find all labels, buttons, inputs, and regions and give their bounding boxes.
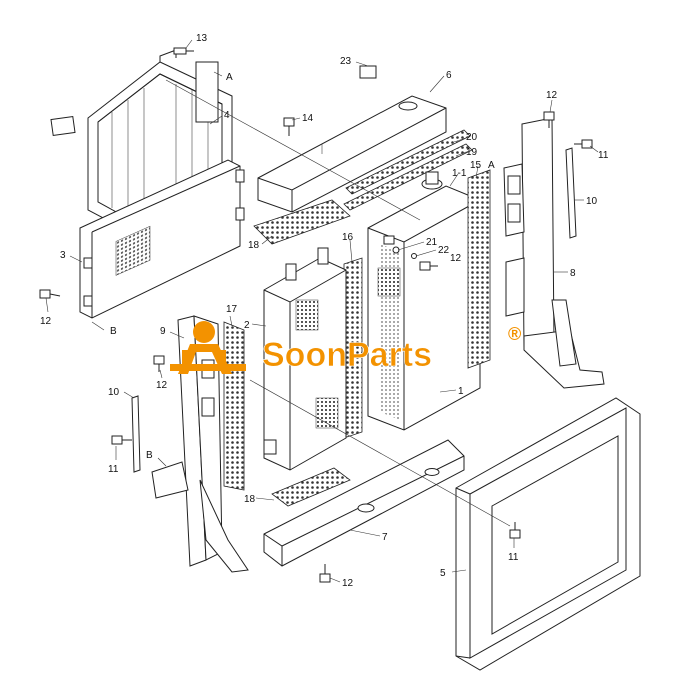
- bolt-11-left: [111, 435, 132, 445]
- callout-19: 19: [466, 147, 478, 158]
- callout-12-top-right: 12: [546, 90, 558, 101]
- bottom-channel-part: [263, 439, 465, 567]
- logo-emblem-icon: [170, 321, 246, 374]
- callout-7: 7: [382, 532, 388, 543]
- leader-lines: [45, 39, 599, 583]
- soonparts-logo: SoonParts ®: [170, 321, 521, 374]
- seal-strip-15: [467, 169, 491, 369]
- bolt-13: [173, 47, 194, 55]
- callout-17: 17: [226, 304, 238, 315]
- seal-strips-top: [253, 129, 473, 245]
- callout-6: 6: [446, 70, 452, 81]
- callout-8: 8: [570, 268, 576, 279]
- bolt-11-top-right: [574, 139, 593, 149]
- callout-22: 22: [438, 245, 450, 256]
- callout-11-top-right: 11: [598, 150, 609, 161]
- bolt-12-bracket: [153, 355, 165, 372]
- top-cover-part: [257, 65, 447, 213]
- callout-11-left: 11: [108, 464, 119, 475]
- callout-23: 23: [340, 56, 352, 67]
- oil-cooler-part: [263, 247, 347, 471]
- callout-labels: 13 4 A 3 12 B 23 6 14 20 19 15 1-1 A 16 …: [40, 33, 609, 589]
- callout-12-bracket: 12: [156, 380, 168, 391]
- callout-10-left: 10: [108, 387, 120, 398]
- callout-18-top: 18: [248, 240, 260, 251]
- left-bracket-part: [151, 315, 249, 573]
- callout-4: 4: [224, 110, 230, 121]
- seal-strip-17: [223, 321, 245, 491]
- right-bracket-part: [503, 117, 605, 389]
- bolt-11-bottom: [509, 522, 521, 539]
- seal-strip-18-bottom: [271, 467, 351, 507]
- brand-text: SoonParts: [262, 336, 432, 374]
- callout-3: 3: [60, 250, 66, 261]
- callout-b-lower: B: [146, 450, 153, 461]
- side-cover-part: [79, 159, 245, 319]
- callout-20: 20: [466, 132, 478, 143]
- stay-right-part: [565, 147, 577, 239]
- callout-21: 21: [426, 237, 438, 248]
- bolt-14: [283, 117, 295, 136]
- callout-11-bottom: 11: [508, 552, 519, 563]
- callout-5: 5: [440, 568, 446, 579]
- bolt-12-left: [39, 289, 61, 299]
- bolt-22: [411, 253, 417, 259]
- callout-12-left: 12: [40, 316, 52, 327]
- callout-18-bottom: 18: [244, 494, 256, 505]
- stay-left-part: [131, 395, 141, 473]
- callout-1: 1: [458, 386, 464, 397]
- callout-2: 2: [244, 320, 250, 331]
- bolt-12-bottom: [319, 564, 331, 583]
- callout-9: 9: [160, 326, 166, 337]
- callout-14: 14: [302, 113, 314, 124]
- frame-part: [455, 397, 641, 671]
- callout-15: 15: [470, 160, 482, 171]
- callout-12-mid: 12: [450, 253, 462, 264]
- callout-a-right: A: [488, 160, 495, 171]
- bolt-12-mid: [419, 261, 438, 271]
- callout-a-top: A: [226, 72, 233, 83]
- callout-b-left: B: [110, 326, 117, 337]
- callout-10-right: 10: [586, 196, 598, 207]
- callout-16: 16: [342, 232, 354, 243]
- bolt-12-top-right: [543, 111, 555, 128]
- callout-1-1: 1-1: [452, 168, 467, 179]
- callout-12-bottom: 12: [342, 578, 354, 589]
- callout-13: 13: [196, 33, 208, 44]
- registered-mark: ®: [508, 324, 521, 344]
